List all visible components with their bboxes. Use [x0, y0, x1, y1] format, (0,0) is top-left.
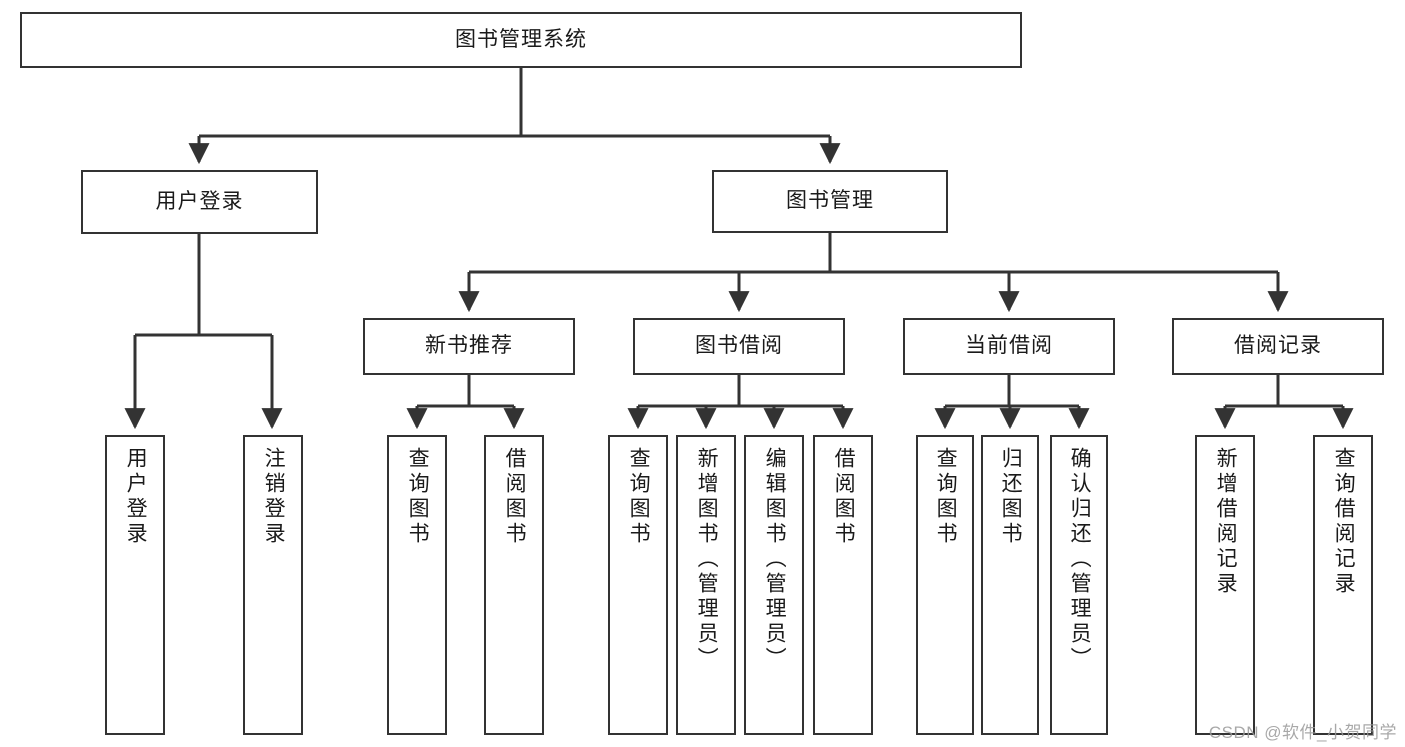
node-root[interactable]: 图书管理系统 — [20, 12, 1022, 68]
node-label: 用户登录 — [155, 189, 244, 213]
node-leaf-confirm-return-admin[interactable]: 确认归还（管理员） — [1050, 435, 1108, 735]
node-leaf-return-book[interactable]: 归还图书 — [981, 435, 1039, 735]
node-level3-new-book-recommend[interactable]: 新书推荐 — [363, 318, 575, 375]
node-label: 注销登录 — [262, 447, 286, 547]
node-leaf-query-book-current[interactable]: 查询图书 — [916, 435, 974, 735]
node-leaf-add-borrow-record[interactable]: 新增借阅记录 — [1195, 435, 1255, 735]
node-label: 用户登录 — [124, 447, 148, 547]
node-label: 新增借阅记录 — [1214, 447, 1238, 597]
node-label: 查询图书 — [627, 447, 651, 547]
node-label: 借阅记录 — [1234, 334, 1322, 358]
node-label: 借阅图书 — [832, 447, 856, 547]
node-label: 当前借阅 — [965, 334, 1053, 358]
node-label: 图书借阅 — [695, 334, 783, 358]
node-label: 查询图书 — [934, 447, 958, 547]
node-label: 新书推荐 — [425, 334, 513, 358]
node-label: 归还图书 — [999, 447, 1023, 547]
node-level3-borrow-record[interactable]: 借阅记录 — [1172, 318, 1384, 375]
node-label: 确认归还（管理员） — [1068, 447, 1092, 672]
node-label: 借阅图书 — [503, 447, 527, 547]
node-label: 查询借阅记录 — [1332, 447, 1356, 597]
node-label: 编辑图书（管理员） — [763, 447, 787, 672]
node-leaf-query-book-newbook[interactable]: 查询图书 — [387, 435, 447, 735]
node-label: 查询图书 — [406, 447, 430, 547]
node-leaf-edit-book-admin[interactable]: 编辑图书（管理员） — [744, 435, 804, 735]
node-leaf-logout[interactable]: 注销登录 — [243, 435, 303, 735]
node-label: 图书管理 — [786, 189, 874, 213]
node-label: 新增图书（管理员） — [695, 447, 719, 672]
watermark: CSDN @软件_小贺同学 — [1208, 723, 1397, 742]
node-leaf-borrow-book-newbook[interactable]: 借阅图书 — [484, 435, 544, 735]
node-leaf-query-book-borrow[interactable]: 查询图书 — [608, 435, 668, 735]
node-level3-book-borrow[interactable]: 图书借阅 — [633, 318, 845, 375]
node-leaf-add-book-admin[interactable]: 新增图书（管理员） — [676, 435, 736, 735]
node-root-label: 图书管理系统 — [455, 27, 587, 51]
node-level2-user-login[interactable]: 用户登录 — [81, 170, 318, 234]
node-leaf-query-borrow-record[interactable]: 查询借阅记录 — [1313, 435, 1373, 735]
node-leaf-user-login[interactable]: 用户登录 — [105, 435, 165, 735]
node-leaf-borrow-book[interactable]: 借阅图书 — [813, 435, 873, 735]
node-level3-current-borrow[interactable]: 当前借阅 — [903, 318, 1115, 375]
node-level2-book-management[interactable]: 图书管理 — [712, 170, 948, 233]
